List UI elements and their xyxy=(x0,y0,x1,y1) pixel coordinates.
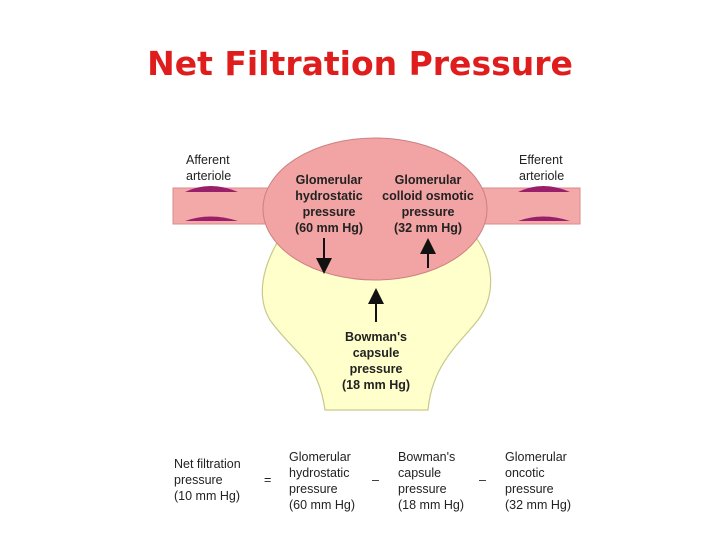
nfp-line2: pressure xyxy=(174,473,223,487)
gh-line3: pressure xyxy=(302,205,356,219)
minus-sign-1: – xyxy=(372,473,379,487)
afferent-wall-bottom xyxy=(185,216,238,221)
efferent-line2: arteriole xyxy=(519,169,565,183)
gc-line4: (32 mm Hg) xyxy=(393,221,463,235)
gc-line1: Glomerular xyxy=(394,173,462,187)
efferent-arteriole-label: Efferent arteriole xyxy=(519,152,564,184)
gh-line1: Glomerular xyxy=(295,173,363,187)
bc-line3: pressure xyxy=(349,362,403,376)
gc-line2: colloid osmotic xyxy=(382,189,474,203)
t2-line1: Bowman's xyxy=(398,450,456,464)
efferent-wall-bottom xyxy=(518,216,570,221)
afferent-line1: Afferent xyxy=(186,153,230,167)
afferent-line2: arteriole xyxy=(186,169,232,183)
bc-line2: capsule xyxy=(352,346,400,360)
afferent-wall-top xyxy=(185,186,238,192)
equation-term-oncotic: Glomerular oncotic pressure (32 mm Hg) xyxy=(505,449,571,513)
t3-line2: oncotic xyxy=(505,466,545,480)
efferent-line1: Efferent xyxy=(519,153,563,167)
minus-sign-2: – xyxy=(479,473,486,487)
page-title: Net Filtration Pressure xyxy=(147,44,573,83)
gh-line4: (60 mm Hg) xyxy=(294,221,364,235)
nfp-line1: Net filtration xyxy=(174,457,241,471)
equation-term-bowman: Bowman's capsule pressure (18 mm Hg) xyxy=(398,449,464,513)
glomerular-hydrostatic-label: Glomerular hydrostatic pressure (60 mm H… xyxy=(285,172,373,236)
afferent-arteriole-label: Afferent arteriole xyxy=(186,152,231,184)
glomerular-colloid-label: Glomerular colloid osmotic pressure (32 … xyxy=(373,172,483,236)
equation-term-hydrostatic: Glomerular hydrostatic pressure (60 mm H… xyxy=(289,449,355,513)
bc-line1: Bowman's xyxy=(344,330,407,344)
equation-nfp: Net filtration pressure (10 mm Hg) xyxy=(174,456,241,504)
gh-line2: hydrostatic xyxy=(295,189,363,203)
t1-line1: Glomerular xyxy=(289,450,351,464)
equals-sign: = xyxy=(264,473,272,487)
t3-line1: Glomerular xyxy=(505,450,567,464)
t1-line2: hydrostatic xyxy=(289,466,350,480)
bc-line4: (18 mm Hg) xyxy=(341,378,411,392)
t1-line4: (60 mm Hg) xyxy=(289,498,355,512)
bowmans-capsule-label: Bowman's capsule pressure (18 mm Hg) xyxy=(328,329,424,393)
gc-line3: pressure xyxy=(401,205,455,219)
t2-line4: (18 mm Hg) xyxy=(398,498,464,512)
t2-line2: capsule xyxy=(398,466,442,480)
efferent-wall-top xyxy=(518,186,570,192)
nfp-line3: (10 mm Hg) xyxy=(174,489,240,503)
t2-line3: pressure xyxy=(398,482,447,496)
t3-line3: pressure xyxy=(505,482,554,496)
t3-line4: (32 mm Hg) xyxy=(505,498,571,512)
t1-line3: pressure xyxy=(289,482,338,496)
